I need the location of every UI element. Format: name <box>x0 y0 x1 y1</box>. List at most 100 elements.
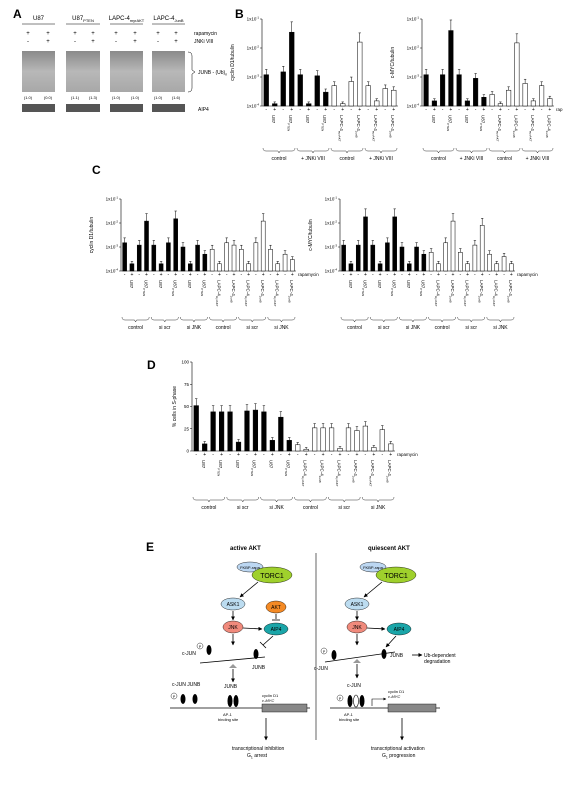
torc1-oval-left <box>251 566 293 584</box>
cell-line-rot: LAPC-4myrAKT <box>528 115 535 142</box>
bar <box>423 74 429 107</box>
quant-value: (1.6) <box>172 95 181 100</box>
loading-band <box>22 104 55 112</box>
cell-line-rot: U87 <box>431 115 436 124</box>
chart-b-cyclin: cyclin D1/tubulin1x10-11x10-21x10-31x10-… <box>230 16 398 162</box>
group-brace <box>294 496 327 503</box>
cell-line-rot: U87PTEN <box>216 460 223 476</box>
blot-lane <box>110 51 143 92</box>
cell-line-rot: LAPC-4myrAKT <box>244 280 251 307</box>
cell-line-rot: LAPC-4JunB <box>288 280 295 303</box>
y-tick-label: 1x10-4 <box>325 268 338 274</box>
bar <box>219 411 225 452</box>
bar <box>487 253 492 272</box>
cell-line-rot: U87PTEN <box>250 460 256 476</box>
group-brace <box>121 316 150 323</box>
sign-jnk: + <box>133 39 137 45</box>
sign: - <box>314 452 316 458</box>
sign: - <box>331 452 333 458</box>
bar <box>385 242 390 272</box>
bar <box>244 410 250 452</box>
group-brace <box>457 316 486 323</box>
bar <box>514 42 520 107</box>
rap-label: rap <box>556 107 563 112</box>
ask1-label-left: ASK1 <box>227 602 240 608</box>
cell-line-rot: U87 <box>129 280 134 289</box>
bar <box>340 103 346 107</box>
group-label: + JNKi VIII <box>301 156 325 162</box>
cell-line-rot: U87PTEN <box>446 115 453 131</box>
sign: + <box>375 107 378 113</box>
sign-rap: + <box>156 31 160 37</box>
group-label: + JNKi VIII <box>460 156 484 162</box>
cell-line-rot: LAPC-4JunB <box>389 115 396 138</box>
group-brace <box>260 496 293 503</box>
sign: + <box>160 272 163 278</box>
bar <box>414 246 419 272</box>
bar <box>428 252 434 272</box>
cell-line-rot: U87 <box>235 460 240 469</box>
group-brace <box>364 147 398 154</box>
bar <box>392 216 397 272</box>
right-outcome-1: transcriptional activation <box>371 746 425 752</box>
loading-band <box>66 104 100 112</box>
cell-line-rot: U87 <box>271 115 276 124</box>
torc1-label-left: TORC1 <box>260 573 284 580</box>
akt-label: AKT <box>271 605 281 611</box>
sign: - <box>297 452 299 458</box>
sign: - <box>350 107 352 113</box>
sign: + <box>349 272 352 278</box>
sign: - <box>524 107 526 113</box>
sign: + <box>145 272 148 278</box>
group-label: si JNK <box>371 505 386 511</box>
bar <box>252 409 259 452</box>
svg-text:AP-1: AP-1 <box>223 712 233 717</box>
bar <box>202 443 208 452</box>
bar <box>479 225 485 272</box>
blot-label: JUNB - (Ub)n <box>198 70 227 77</box>
blot-lane <box>152 51 185 92</box>
sign-rap: + <box>26 31 30 37</box>
bar <box>374 100 380 107</box>
group-label: control <box>435 325 450 331</box>
panel-letter-b: B <box>235 7 244 21</box>
sign: - <box>445 272 447 278</box>
bar <box>348 263 354 272</box>
sign: - <box>381 452 383 458</box>
junb-label-right: JUNB <box>390 653 404 659</box>
cell-line-rot: U87 <box>201 460 206 469</box>
sign: - <box>475 107 477 113</box>
bar <box>217 263 222 272</box>
sign: + <box>422 272 425 278</box>
fkbp-label-left: FKBP-rapa <box>240 565 261 570</box>
cell-line-rot: LAPC-4myrAKT <box>463 280 470 307</box>
treatment-jnk: JNKi VIII <box>194 39 213 45</box>
svg-text:c-MYC: c-MYC <box>388 694 400 699</box>
cell-line-rot: U87PTEN <box>361 280 368 296</box>
group-brace <box>488 147 521 154</box>
sign: + <box>218 272 221 278</box>
bar <box>522 83 528 107</box>
bar <box>472 244 478 272</box>
sign: + <box>339 452 342 458</box>
sign: - <box>182 272 184 278</box>
cell-line-rot: LAPC-4JunB <box>545 115 552 138</box>
bar <box>465 263 470 272</box>
y-tick-label: 1x10-4 <box>106 268 119 274</box>
cell-line-rot: LAPC-4myrAKT <box>495 115 502 142</box>
cell-line-rot: U87 <box>377 280 382 289</box>
y-tick-label: 50 <box>184 404 190 409</box>
rap-label: rapamycin <box>517 272 538 277</box>
quant-value: (1.3) <box>89 95 98 100</box>
sign: - <box>284 272 286 278</box>
sign: - <box>226 272 228 278</box>
cell-line-rot: LAPC-4myrAKT <box>301 460 308 487</box>
y-tick-label: 1x10-1 <box>106 196 119 202</box>
sign-jnk: - <box>115 39 117 45</box>
sign: - <box>442 107 444 113</box>
sign: + <box>408 272 411 278</box>
sign: - <box>280 452 282 458</box>
bar <box>421 253 427 272</box>
